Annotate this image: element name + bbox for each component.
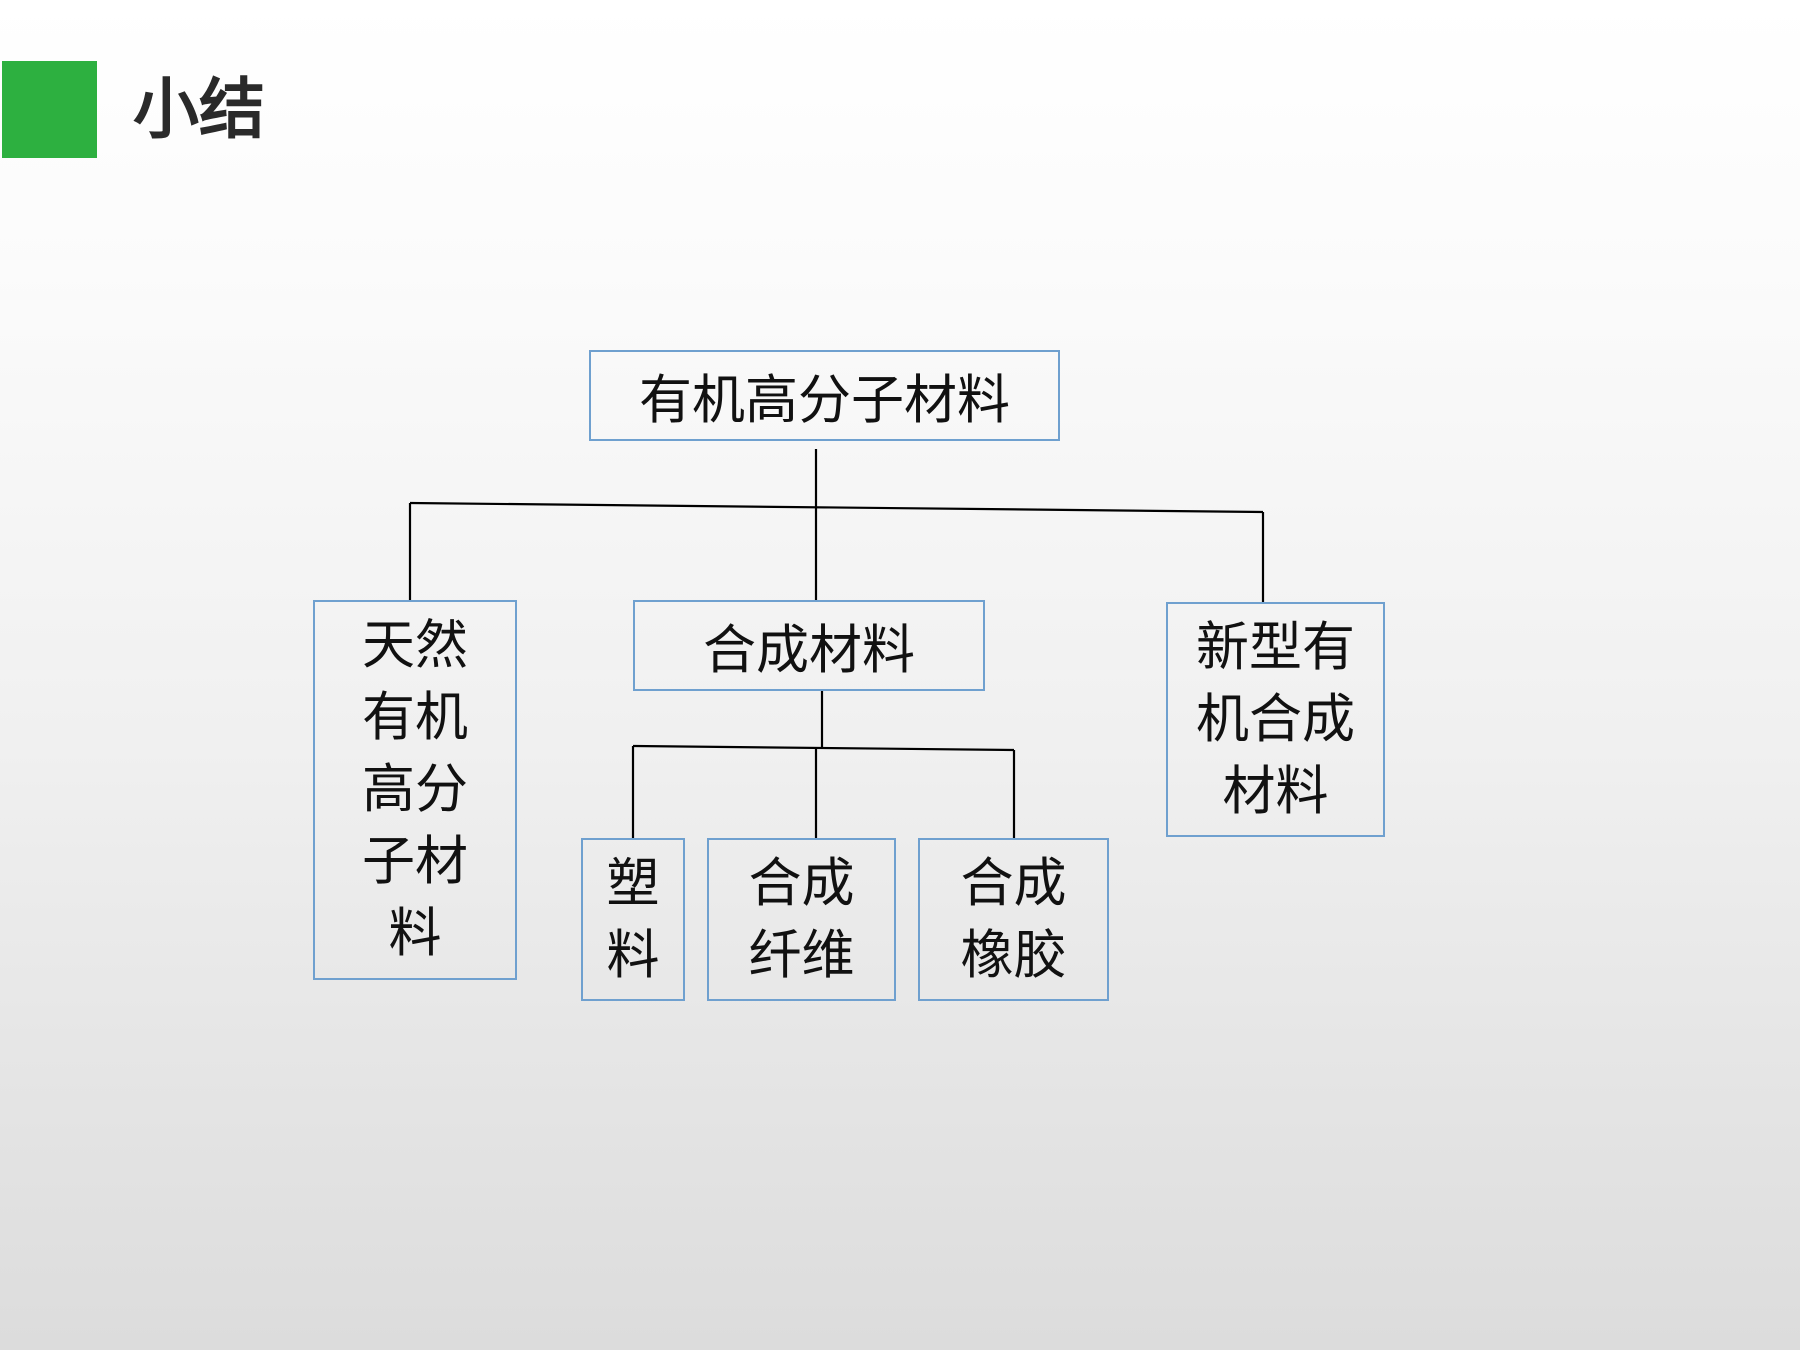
node-label-plastic: 塑料: [606, 852, 660, 986]
node-natural-organic-polymer: 天然有机高分子材料: [313, 600, 517, 980]
slide-title: 小结: [133, 71, 265, 148]
connector-synthetic-branch: [632, 744, 1015, 752]
title-accent-bar: [2, 61, 97, 158]
node-label-synthetic: 合成材料: [703, 619, 915, 681]
node-label-fiber: 合成纤维: [748, 852, 855, 986]
node-label-rubber: 合成橡胶: [960, 852, 1067, 986]
node-synthetic-materials: 合成材料: [633, 600, 985, 691]
node-label-new-synthetic: 新型有机合成材料: [1196, 616, 1355, 822]
connector-root-branch: [409, 501, 1264, 514]
node-synthetic-fiber: 合成纤维: [707, 838, 896, 1001]
node-label-natural: 天然有机高分子材料: [362, 615, 468, 964]
node-synthetic-rubber: 合成橡胶: [918, 838, 1109, 1001]
node-organic-polymer-materials: 有机高分子材料: [589, 350, 1060, 441]
node-plastic: 塑料: [581, 838, 685, 1001]
node-new-organic-synthetic: 新型有机合成材料: [1166, 602, 1385, 837]
node-label-root: 有机高分子材料: [639, 369, 1010, 431]
